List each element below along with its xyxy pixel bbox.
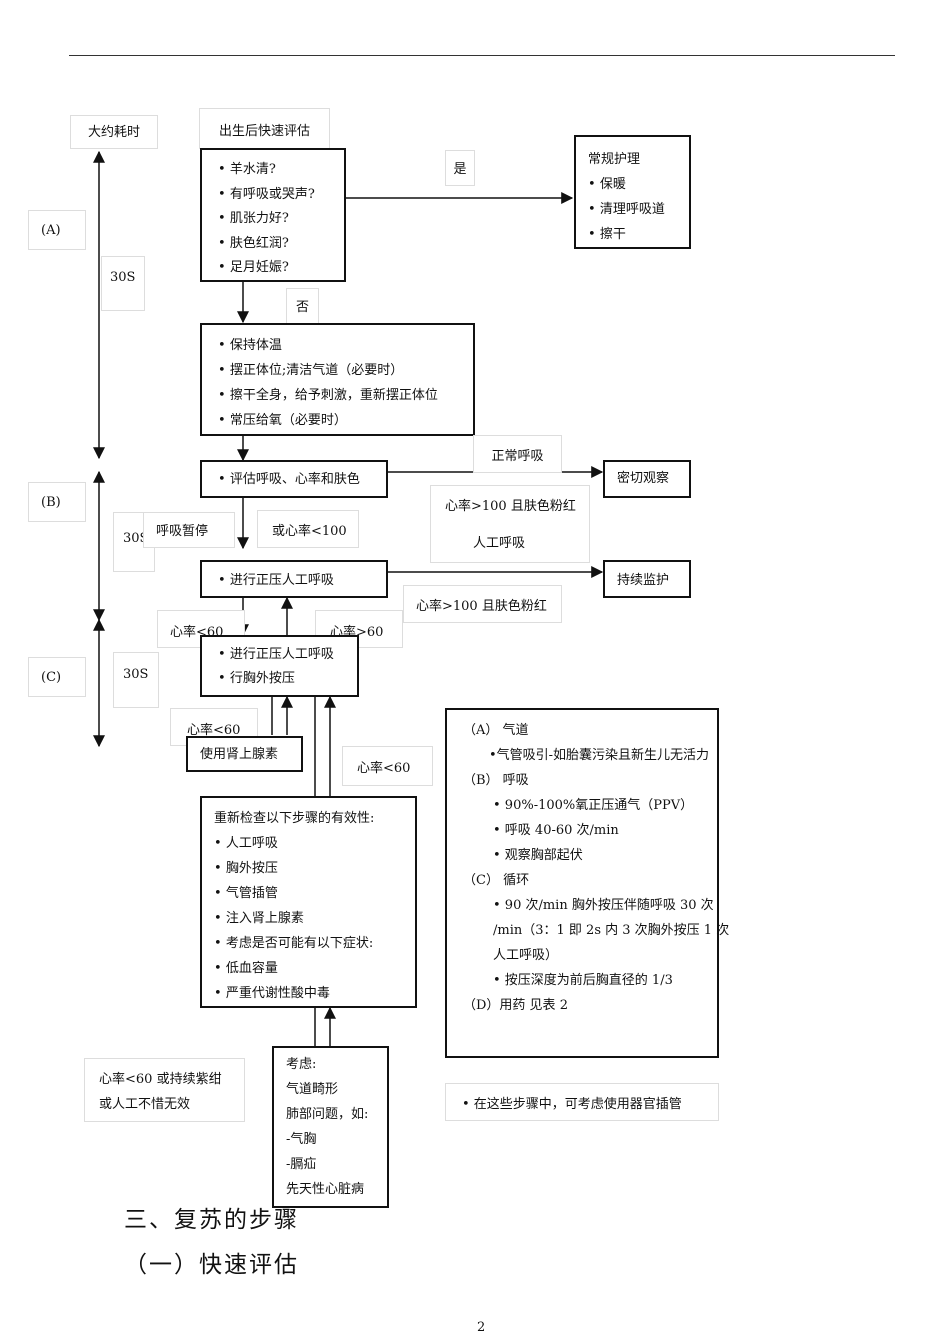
- hr100-pink-text: 心率>100 且肤色粉红: [445, 499, 576, 514]
- consider-line: 肺部问题，如:: [286, 1107, 369, 1122]
- rapid-item: 足月妊娠?: [218, 256, 344, 281]
- note-d: （D）用药 见表 2: [463, 998, 568, 1013]
- rapid-item: 羊水清?: [218, 158, 344, 183]
- abc-notes-box: （A） 气道 •气管吸引-如胎囊污染且新生儿无活力 （B） 呼吸 • 90%-1…: [445, 708, 730, 1058]
- consider-line: -气胸: [286, 1132, 317, 1147]
- routine-item: 清理呼吸道: [588, 197, 689, 222]
- stage-c-label: (C): [28, 657, 86, 697]
- initial-steps-box: 保持体温 摆正体位;清洁气道（必要时） 擦干全身，给予刺激，重新摆正体位 常压给…: [200, 323, 475, 436]
- hr-lt100-label: 或心率<100: [257, 510, 359, 548]
- ppv-cc-box: 进行正压人工呼吸 行胸外按压: [200, 635, 359, 697]
- recheck-title: 重新检查以下步骤的有效性:: [214, 811, 375, 826]
- recheck-item: 胸外按压: [214, 856, 415, 881]
- routine-care-box: 常规护理 保暖 清理呼吸道 擦干: [574, 135, 691, 249]
- consider-line: 考虑:: [286, 1057, 317, 1072]
- rapid-assessment-box: 羊水清? 有呼吸或哭声? 肌张力好? 肤色红润? 足月妊娠?: [200, 148, 346, 282]
- initial-item: 常压给氧（必要时）: [218, 408, 473, 433]
- recheck-item: 气管插管: [214, 881, 415, 906]
- consider-line: 气道畸形: [286, 1082, 339, 1097]
- note-a-head: （A） 气道: [463, 723, 529, 738]
- epinephrine-box: 使用肾上腺素: [186, 736, 303, 772]
- assess-header: 出生后快速评估: [199, 108, 330, 149]
- page-number: 2: [477, 1320, 486, 1335]
- routine-item: 保暖: [588, 172, 689, 197]
- stage-a-label: (A): [28, 210, 86, 250]
- ppv-box: 进行正压人工呼吸: [200, 560, 388, 598]
- normal-breath-label: 正常呼吸: [473, 435, 562, 473]
- evaluate-box: 评估呼吸、心率和肤色: [200, 460, 388, 498]
- time-label-a: 30S: [101, 256, 145, 311]
- no-label: 否: [286, 288, 319, 324]
- recheck-item: 低血容量: [214, 956, 415, 981]
- header-rule: [69, 55, 895, 56]
- consider-line: -膈疝: [286, 1157, 317, 1172]
- ppv-item: 进行正压人工呼吸: [218, 568, 386, 593]
- monitor-box: 持续监护: [603, 560, 691, 598]
- recheck-item: 人工呼吸: [214, 831, 415, 856]
- note-a1: •气管吸引-如胎囊污染且新生儿无活力: [489, 748, 710, 763]
- note-b1: • 90%-100%氧正压通气（PPV）: [493, 798, 694, 813]
- time-label-c: 30S: [113, 652, 159, 708]
- consider-line: 先天性心脏病: [286, 1182, 365, 1197]
- rapid-item: 有呼吸或哭声?: [218, 183, 344, 208]
- routine-item: 擦干: [588, 222, 689, 247]
- artificial-text: 人工呼吸: [473, 536, 526, 551]
- apnea-label: 呼吸暂停: [143, 512, 235, 548]
- consider-box: 考虑: 气道畸形 肺部问题，如: -气胸 -膈疝 先天性心脏病: [272, 1046, 389, 1208]
- observe-box: 密切观察: [603, 460, 691, 498]
- note-b-head: （B） 呼吸: [463, 773, 529, 788]
- note-c4: • 按压深度为前后胸直径的 1/3: [493, 973, 673, 988]
- stage-b-label: (B): [28, 482, 86, 522]
- intubation-note: • 在这些步骤中，可考虑使用器官插管: [445, 1083, 719, 1121]
- ppv-cc-item: 进行正压人工呼吸: [218, 643, 357, 667]
- hr-lt60-label-c: 心率<60: [342, 746, 433, 786]
- note-c1: • 90 次/min 胸外按压伴随呼吸 30 次: [493, 898, 714, 913]
- note-c2: /min（3：1 即 2s 内 3 次胸外按压 1 次: [493, 923, 730, 938]
- initial-item: 保持体温: [218, 333, 473, 358]
- note-c-head: （C） 循环: [463, 873, 530, 888]
- routine-title: 常规护理: [588, 152, 641, 167]
- initial-item: 摆正体位;清洁气道（必要时）: [218, 358, 473, 383]
- recheck-item: 严重代谢性酸中毒: [214, 981, 415, 1006]
- recheck-item: 考虑是否可能有以下症状:: [214, 931, 415, 956]
- persist-label: 心率<60 或持续紫绀或人工不惜无效: [84, 1058, 245, 1122]
- initial-item: 擦干全身，给予刺激，重新摆正体位: [218, 383, 473, 408]
- recheck-box: 重新检查以下步骤的有效性: 人工呼吸 胸外按压 气管插管 注入肾上腺素 考虑是否…: [200, 796, 417, 1008]
- note-b2: • 呼吸 40-60 次/min: [493, 823, 619, 838]
- subsection-heading: （一）快速评估: [124, 1252, 299, 1278]
- time-header: 大约耗时: [70, 115, 158, 149]
- ppv-cc-item: 行胸外按压: [218, 667, 357, 691]
- section-heading: 三、复苏的步骤: [124, 1207, 299, 1233]
- hr100-pink-label-2: 心率>100 且肤色粉红: [403, 585, 562, 623]
- recheck-item: 注入肾上腺素: [214, 906, 415, 931]
- note-c3: 人工呼吸）: [493, 948, 559, 963]
- note-b3: • 观察胸部起伏: [493, 848, 583, 863]
- yes-label: 是: [445, 150, 475, 186]
- evaluate-item: 评估呼吸、心率和肤色: [218, 467, 386, 492]
- rapid-item: 肌张力好?: [218, 207, 344, 232]
- hr100-artificial-label: 心率>100 且肤色粉红 人工呼吸: [430, 485, 590, 563]
- rapid-item: 肤色红润?: [218, 232, 344, 257]
